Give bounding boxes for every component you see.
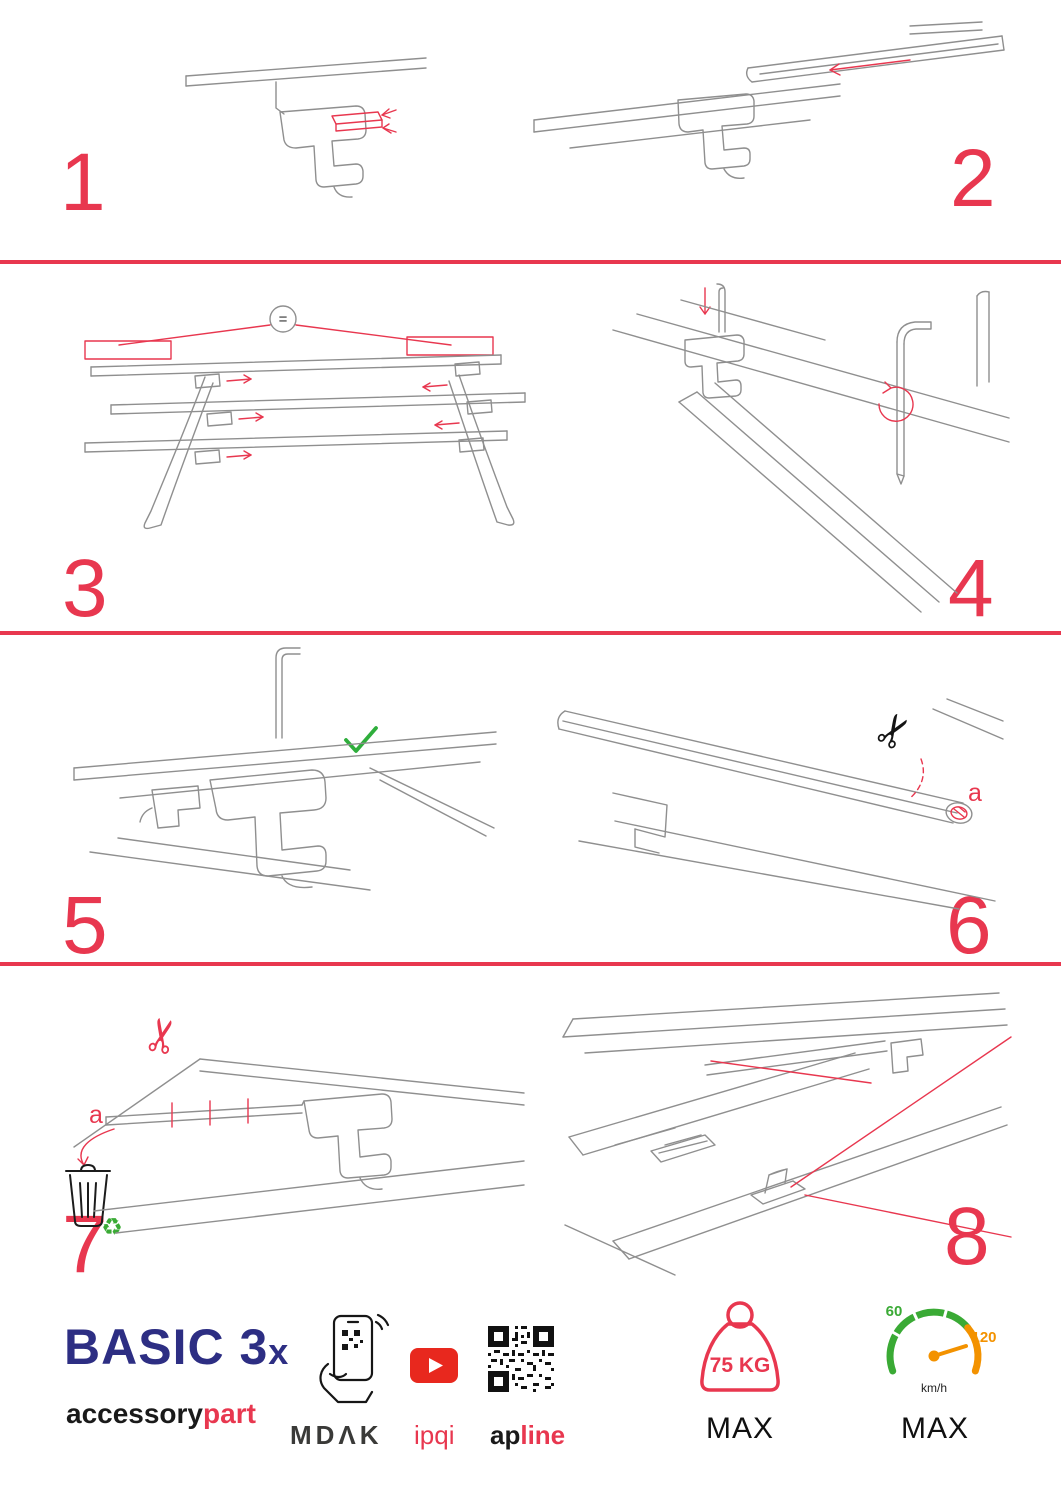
step-2: 2 bbox=[530, 0, 1061, 260]
logo-mdak: MDΛK bbox=[290, 1420, 383, 1450]
cut-label-a: a bbox=[89, 1101, 103, 1129]
step-5-number: 5 bbox=[62, 880, 108, 971]
divider bbox=[0, 962, 1061, 966]
step-7-illustration: ✂ a ♻ bbox=[65, 1011, 525, 1241]
step-4-number: 4 bbox=[948, 543, 994, 634]
logo-ipqi: ipqi bbox=[414, 1420, 455, 1450]
step-2-number: 2 bbox=[950, 133, 996, 224]
product-name: BASIC 3x bbox=[64, 1319, 290, 1375]
speedometer-icon: 60 120 km/h bbox=[886, 1303, 997, 1395]
speed-max-label: MAX bbox=[900, 1412, 969, 1445]
step-3-number: 3 bbox=[62, 543, 108, 634]
step-5-illustration bbox=[73, 647, 497, 891]
divider bbox=[0, 631, 1061, 635]
weight-limit-icon: 75 KG bbox=[700, 1301, 780, 1392]
brand-wordmark: accessorypart bbox=[66, 1398, 256, 1429]
logo-apline: apline bbox=[490, 1420, 566, 1450]
recycle-icon: ♻ bbox=[101, 1214, 123, 1241]
step-3-illustration: = bbox=[84, 305, 526, 530]
step-7-number: 7 bbox=[62, 1199, 108, 1290]
phone-scan-icon bbox=[319, 1313, 390, 1404]
trash-icon bbox=[65, 1164, 111, 1227]
cut-label-a: a bbox=[968, 779, 982, 807]
step-7: 7 ✂ a ♻ bbox=[0, 966, 545, 1290]
step-5: 5 bbox=[0, 635, 545, 967]
speed-low: 60 bbox=[886, 1303, 903, 1320]
scissors-icon: ✂ bbox=[133, 1011, 192, 1060]
step-4: 4 bbox=[545, 264, 1061, 630]
step-8-number: 8 bbox=[944, 1191, 990, 1282]
speed-high: 120 bbox=[971, 1329, 996, 1346]
equal-badge: = bbox=[279, 311, 288, 328]
speed-unit: km/h bbox=[921, 1381, 947, 1395]
step-6-illustration: ✂ a bbox=[557, 698, 1004, 910]
step-1-number: 1 bbox=[60, 137, 106, 228]
step-1: 1 bbox=[0, 0, 530, 260]
footer: BASIC 3x accessorypart MDΛK ipqi apl bbox=[0, 1292, 1061, 1500]
step-1-illustration bbox=[185, 57, 427, 198]
divider bbox=[0, 260, 1061, 264]
weight-value: 75 KG bbox=[710, 1354, 771, 1377]
step-8-illustration bbox=[562, 992, 1012, 1276]
youtube-icon bbox=[410, 1348, 458, 1383]
step-8: 8 bbox=[545, 966, 1061, 1290]
weight-max-label: MAX bbox=[705, 1412, 774, 1445]
check-icon bbox=[344, 726, 378, 753]
step-3: 3 = bbox=[0, 264, 545, 630]
scissors-icon: ✂ bbox=[864, 703, 925, 760]
step-6: 6 ✂ a bbox=[545, 635, 1061, 967]
step-2-illustration bbox=[533, 21, 1005, 179]
qr-code bbox=[488, 1326, 554, 1392]
step-4-illustration bbox=[612, 283, 1010, 613]
t-bolt bbox=[750, 1168, 806, 1205]
